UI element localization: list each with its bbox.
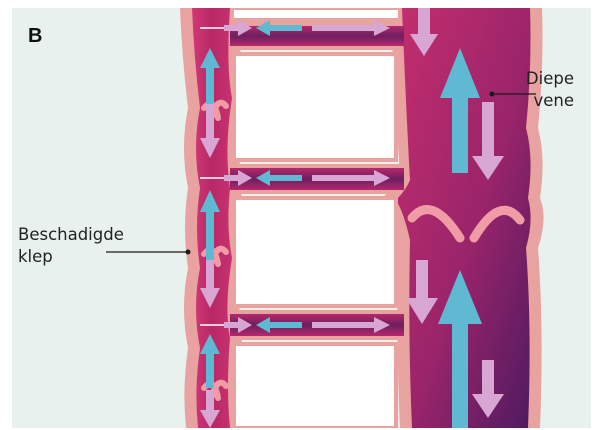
deep-vein-leader-dot xyxy=(490,92,495,97)
damaged-valve-label-line1: Beschadigde xyxy=(18,225,124,244)
vein-diagram: B Diepe vene Beschadigde klep xyxy=(12,8,591,428)
diagram-canvas: B Diepe vene Beschadigde klep xyxy=(12,8,591,428)
damaged-valve-leader-dot xyxy=(186,250,191,255)
panel-label: B xyxy=(28,25,42,47)
deep-vein-label-line2: vene xyxy=(533,91,574,110)
tissue-windows xyxy=(232,8,400,428)
damaged-valve-label-line2: klep xyxy=(18,247,53,266)
deep-vein-label-line1: Diepe xyxy=(526,69,574,88)
